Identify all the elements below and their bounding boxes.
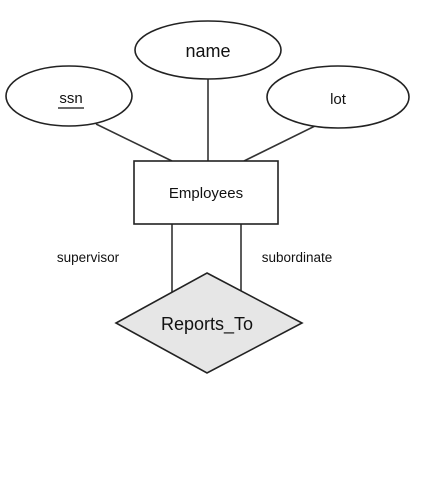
role-supervisor-label: supervisor — [57, 250, 120, 265]
relationship-reports-to-diamond — [114, 272, 304, 374]
entity-employees-label: Employees — [169, 185, 243, 202]
connector-lot-employees — [243, 125, 316, 162]
attribute-ssn[interactable]: ssn — [5, 65, 133, 127]
attribute-name[interactable]: name — [134, 20, 282, 80]
attribute-ssn-label: ssn — [59, 90, 82, 107]
connector-ssn-employees — [95, 123, 173, 162]
role-subordinate-label: subordinate — [262, 250, 333, 265]
attribute-name-ellipse — [134, 20, 282, 80]
attribute-lot-label: lot — [330, 91, 347, 108]
attribute-lot-ellipse — [266, 65, 410, 129]
entity-employees[interactable]: Employees — [133, 160, 279, 225]
attribute-lot[interactable]: lot — [266, 65, 410, 129]
attribute-ssn-ellipse — [5, 65, 133, 127]
relationship-reports-to[interactable]: Reports_To — [114, 272, 304, 374]
relationship-reports-to-label: Reports_To — [161, 314, 253, 335]
attribute-name-label: name — [185, 41, 230, 61]
entity-employees-box — [133, 160, 279, 225]
